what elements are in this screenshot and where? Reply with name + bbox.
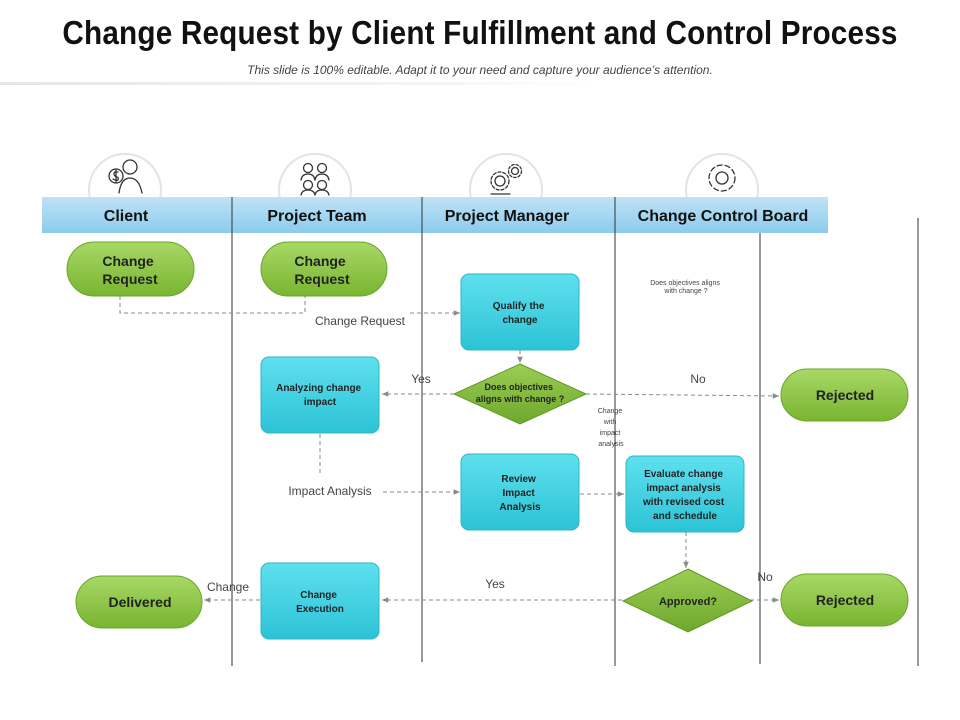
svg-text:Approved?: Approved? — [659, 596, 717, 608]
lane-label-client: Client — [104, 208, 149, 225]
label-no: No — [690, 372, 706, 386]
node-approved-decision: Approved? — [621, 568, 754, 633]
svg-text:Analyzing change impact: Analyzing change impact — [276, 383, 364, 408]
team-people-icon — [300, 162, 330, 196]
change-with-impact-note: Change with impact analysis — [598, 408, 624, 448]
node-team-change-request: Change Request — [260, 241, 388, 297]
lane-label-change-control-board: Change Control Board — [638, 208, 809, 225]
svg-text:Review Impact Anal: Review Impact Analysis — [499, 474, 541, 513]
svg-text:Rejected: Rejected — [816, 592, 874, 608]
node-objectives-decision: Does objectives aligns with change ? — [452, 363, 588, 425]
node-client-change-request: Change Request — [66, 241, 195, 297]
svg-text:Change Execution: Change Execution — [296, 590, 344, 615]
label-change-request: Change Request — [315, 314, 406, 328]
svg-text:Delivered: Delivered — [108, 594, 171, 610]
svg-text:Rejected: Rejected — [816, 387, 874, 403]
label-yes: Yes — [411, 372, 431, 386]
lane-label-project-team: Project Team — [267, 208, 366, 225]
node-qualify-the-change: Qualify the change — [460, 273, 580, 351]
svg-text:Change Request: Change Request — [102, 253, 158, 287]
lane-label-project-manager: Project Manager — [445, 208, 569, 225]
svg-text:Evaluate change impact a: Evaluate change impact analysis with rev… — [642, 469, 727, 522]
node-evaluate-change-impact: Evaluate change impact analysis with rev… — [625, 455, 745, 533]
client-money-person-icon — [108, 159, 143, 194]
label-no: No — [757, 570, 773, 584]
label-change: Change — [207, 580, 249, 594]
title-underline — [0, 82, 600, 85]
label-impact-analysis: Impact Analysis — [288, 484, 371, 498]
node-change-execution: Change Execution — [260, 562, 380, 640]
node-delivered: Delivered — [75, 575, 203, 629]
connector — [119, 296, 306, 314]
gear-icon — [708, 164, 736, 192]
svg-text:Qualify the change: Qualify the change — [493, 301, 547, 326]
board-note: Does objectives aligns with change ? — [650, 280, 722, 295]
page-subtitle: This slide is 100% editable. Adapt it to… — [247, 63, 713, 77]
gears-person-icon — [490, 163, 523, 195]
page-title: Change Request by Client Fulfillment and… — [62, 14, 898, 51]
label-yes: Yes — [485, 577, 505, 591]
svg-text:Change Request: Change Request — [294, 253, 350, 287]
lane-header-bar — [42, 197, 828, 233]
node-review-impact-analysis: Review Impact Analysis — [460, 453, 580, 531]
svg-text:Does objectives aligns w: Does objectives aligns with change ? — [476, 382, 565, 404]
node-rejected: Rejected — [780, 368, 909, 422]
node-analyzing-change-impact: Analyzing change impact — [260, 356, 380, 434]
node-rejected: Rejected — [780, 573, 909, 627]
